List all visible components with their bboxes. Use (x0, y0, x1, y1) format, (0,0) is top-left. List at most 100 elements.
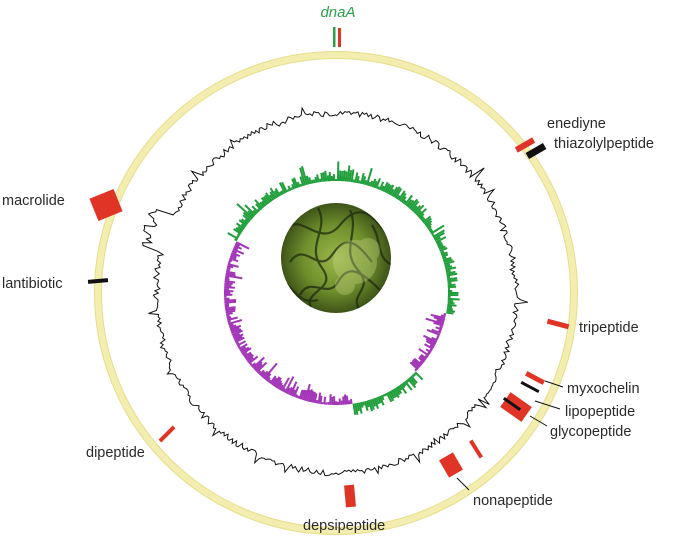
gc-skew-bar (224, 300, 237, 304)
gc-skew-bar (391, 389, 398, 398)
gc-skew-bar (231, 250, 237, 254)
gc-skew-bar (425, 340, 436, 347)
gc-skew-bar (424, 354, 429, 359)
gc-skew-bar (236, 234, 240, 238)
gc-skew-bar (296, 181, 301, 188)
gc-skew-bar (230, 327, 240, 333)
gc-skew-bar (234, 243, 241, 247)
gc-skew-bar (367, 399, 374, 412)
gc-skew-bar (269, 187, 278, 199)
gc-skew-bar (447, 301, 455, 305)
gc-skew-bar (305, 175, 310, 185)
gc-skew-bar (369, 180, 374, 187)
genome-backbone-ring-outline-inner (101, 58, 571, 528)
gc-skew-bar (231, 251, 241, 258)
gc-skew-bar (365, 167, 373, 186)
gc-skew-bar (446, 311, 454, 315)
gc-skew-bar (424, 220, 433, 227)
gc-skew-bar (410, 375, 418, 384)
gc-skew-bar (439, 325, 443, 329)
gc-skew-bar (377, 186, 380, 190)
gc-skew-bar (447, 297, 460, 301)
gc-skew-bar (224, 305, 230, 308)
dnaA-label: dnaA (320, 4, 355, 21)
gc-skew-bar (301, 165, 308, 186)
gc-skew-bar (445, 269, 451, 273)
gc-skew-bar (252, 356, 265, 369)
label-lantibiotic: lantibiotic (2, 276, 62, 292)
gc-skew-bar (311, 179, 314, 184)
gc-skew-bar (329, 394, 332, 405)
gc-skew-bar (324, 170, 328, 182)
gc-skew-bar (232, 248, 245, 255)
gc-skew-bar (419, 360, 424, 365)
gc-skew-bar (228, 261, 231, 264)
gc-skew-bar (238, 219, 248, 227)
gc-skew-bar (226, 268, 231, 272)
gc-skew-bar (344, 171, 348, 182)
gc-skew-bar (380, 394, 385, 401)
gc-skew-bar (402, 199, 407, 205)
gc-skew-bar (425, 348, 432, 354)
gc-skew-bar (280, 190, 285, 195)
gc-skew-bar (354, 403, 359, 415)
gc-skew-bar (258, 369, 265, 376)
gc-skew-bar (316, 174, 320, 183)
gc-skew-bar (298, 389, 304, 400)
gc-skew-bar (446, 270, 456, 275)
gc-skew-bar (378, 181, 385, 191)
gc-skew-bar (422, 334, 438, 343)
gc-skew-bar (435, 336, 439, 340)
gc-skew-bar (367, 181, 371, 187)
cluster-mark-macrolide (89, 189, 123, 221)
gc-skew-bar (232, 332, 241, 338)
gc-skew-bar (378, 395, 385, 406)
gc-skew-bar (373, 397, 380, 409)
gc-skew-bar (446, 309, 456, 313)
gc-skew-bar (371, 178, 377, 188)
gc-skew-bar (274, 377, 282, 388)
gc-skew-bar (274, 187, 281, 197)
gc-skew-bar (429, 344, 435, 349)
gc-skew-bar (322, 172, 326, 182)
gc-skew-bar (435, 326, 443, 331)
gc-skew-bar (314, 176, 318, 183)
gc-skew-bar (265, 192, 273, 202)
gc-skew-bar (224, 286, 235, 289)
gc-skew-bar (299, 167, 307, 186)
gc-skew-bar (260, 197, 268, 206)
gc-skew-bar (311, 391, 316, 403)
gc-skew-bar (409, 361, 419, 371)
gc-skew-bar (430, 224, 445, 235)
gc-skew-bar (382, 181, 389, 192)
gc-skew-bar (225, 307, 236, 312)
leader-lipopeptide (534, 400, 561, 410)
gc-skew-bar (443, 312, 447, 316)
gc-skew-bar (442, 256, 447, 260)
gc-skew-bar (419, 355, 427, 362)
gc-skew-bar (242, 211, 253, 221)
gc-skew-bar (443, 260, 455, 265)
gc-skew-bar (445, 266, 457, 271)
gc-skew-bar (392, 186, 401, 198)
gc-skew-bar (408, 198, 419, 210)
gc-skew-bar (228, 259, 233, 263)
gc-skew-bar (446, 307, 454, 311)
gc-skew-bar (442, 256, 452, 262)
gc-skew-bar (243, 351, 252, 359)
gc-skew-bar (414, 368, 418, 372)
gc-skew-bar (256, 361, 268, 373)
label-enediyne: enediyne (547, 116, 606, 132)
gc-skew-bar (447, 277, 458, 281)
gc-skew-bar (280, 377, 290, 392)
gc-skew-bar (262, 196, 270, 205)
gc-skew-bar (429, 229, 434, 233)
gc-skew-bar (249, 362, 253, 366)
gc-skew-bar (313, 393, 318, 404)
gc-skew-bar (418, 356, 425, 363)
gc-skew-bar (434, 236, 441, 242)
gc-skew-bar (419, 216, 425, 221)
gc-skew-bar (410, 200, 420, 211)
gc-skew-bar (248, 355, 259, 365)
gc-skew-bar (233, 246, 239, 251)
